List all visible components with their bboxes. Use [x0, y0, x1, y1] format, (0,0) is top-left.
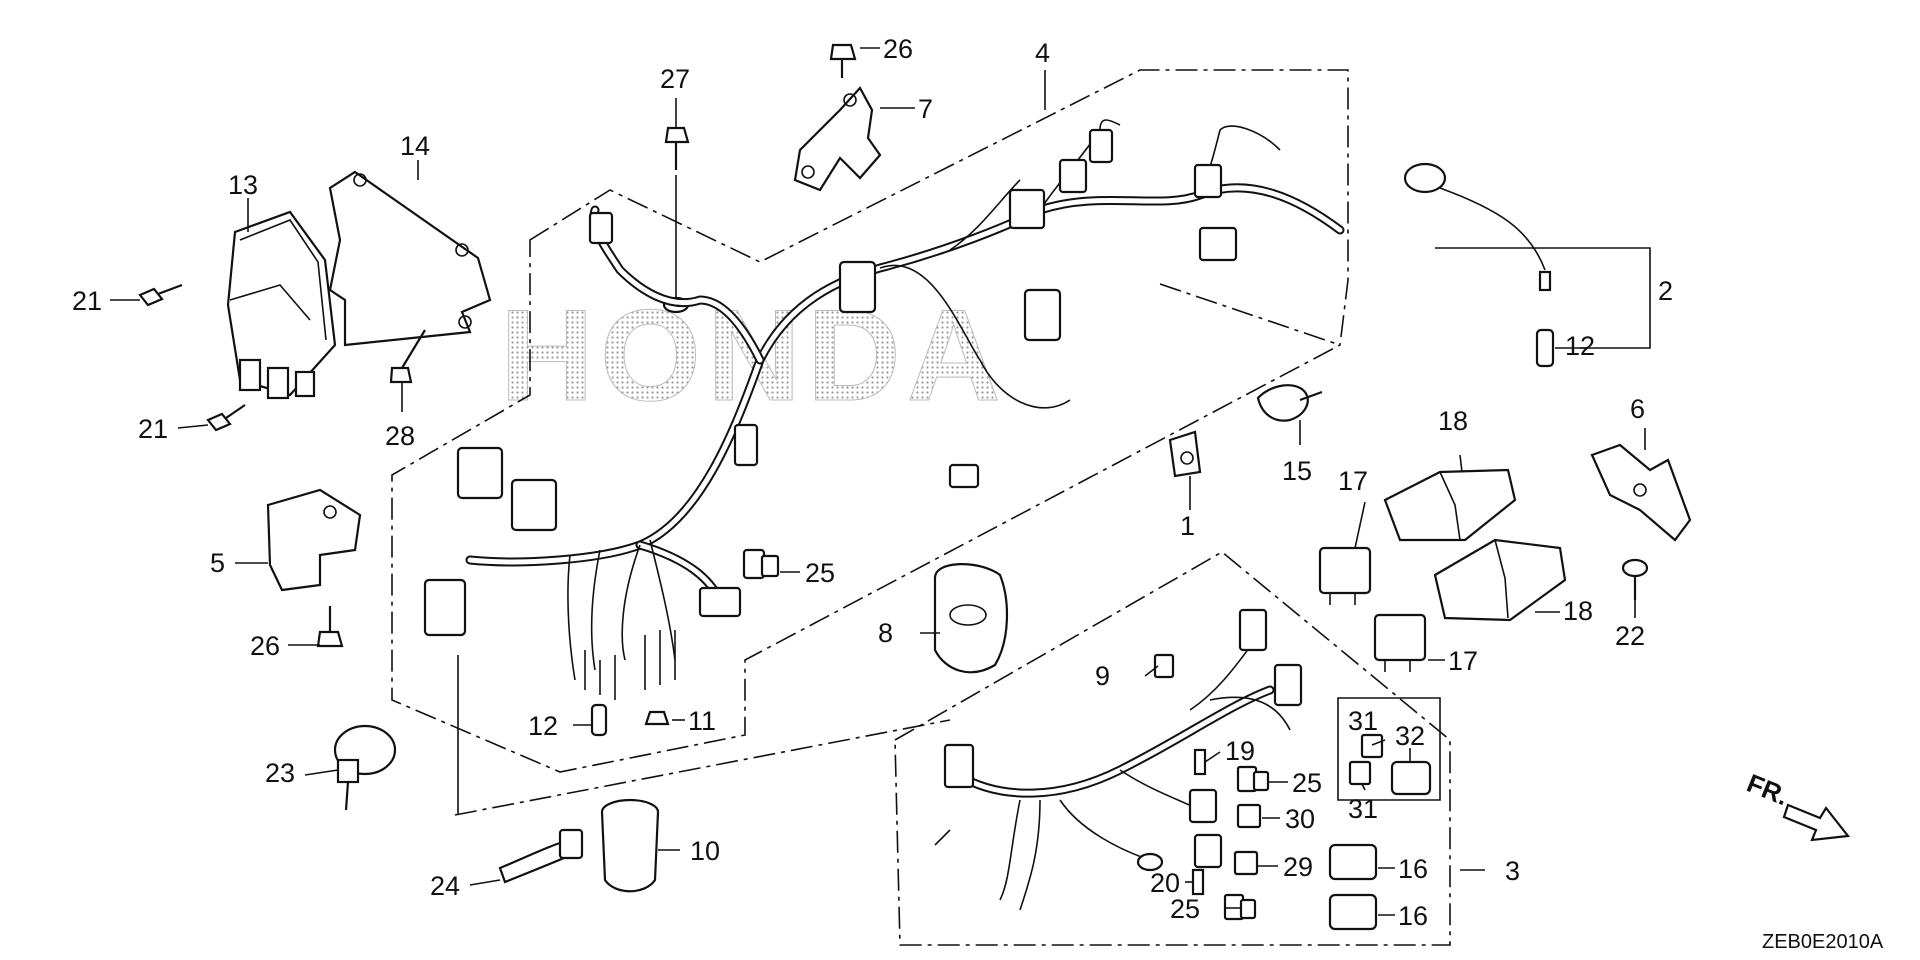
callout-25b: 25 [1292, 768, 1322, 798]
part-26-bolt-top [829, 43, 857, 78]
callout-8: 8 [878, 618, 893, 648]
callout-18a: 18 [1438, 406, 1468, 436]
callout-3: 3 [1505, 856, 1520, 886]
callout-9: 9 [1095, 661, 1110, 691]
part-28-bolt [389, 329, 426, 384]
part-14-bracket [328, 170, 492, 347]
part-23-band [333, 724, 397, 811]
callout-24: 24 [430, 871, 460, 901]
part-17-relay-upper [1318, 546, 1372, 605]
part-3-sub-harness [943, 608, 1303, 911]
sub-harness-outline [894, 551, 1451, 946]
callout-21a: 21 [72, 286, 102, 316]
part-2-sensor-wire [1403, 162, 1552, 292]
part-1-grommet [1168, 430, 1202, 478]
callout-22: 22 [1615, 621, 1645, 651]
part-11-cap [644, 710, 670, 726]
part-21-bolt-upper [138, 283, 183, 307]
part-13-control-unit [226, 210, 337, 400]
callout-13: 13 [228, 170, 258, 200]
callout-11: 11 [688, 706, 716, 736]
part-19-fuse [1193, 748, 1207, 776]
front-direction-marker: FR. [1743, 768, 1851, 842]
part-25-clip-lower [1223, 893, 1257, 921]
part-6-bracket [1590, 443, 1692, 542]
part-31-fuse-lower [1348, 760, 1372, 786]
part-4-main-harness [423, 119, 1345, 700]
part-29-fuse [1233, 850, 1259, 876]
callout-6: 6 [1630, 394, 1645, 424]
leader-lines [110, 47, 1651, 916]
callout-12a: 12 [528, 711, 558, 741]
callout-26b: 26 [250, 631, 280, 661]
part-5-bracket [266, 488, 362, 592]
fuse-group-outline [1337, 697, 1441, 801]
diagram-code: ZEB0E2010A [1762, 931, 1884, 953]
callout-15: 15 [1282, 456, 1312, 486]
part-10-sleeve [600, 798, 660, 893]
part-16-holder-lower [1328, 893, 1378, 931]
callout-18b: 18 [1563, 596, 1593, 626]
callout-4: 4 [1035, 38, 1050, 68]
part-22-bolt [1621, 558, 1649, 600]
callout-25a: 25 [805, 558, 835, 588]
callout-17a: 17 [1338, 466, 1368, 496]
callout-31a: 31 [1348, 706, 1378, 736]
callout-31b: 31 [1348, 794, 1378, 824]
part-9-fuse-holder [1153, 653, 1175, 679]
part-21-bolt-lower [206, 404, 246, 432]
part-25-clip-main [742, 548, 780, 580]
part-16-holder-upper [1328, 843, 1378, 881]
callout-29: 29 [1283, 852, 1313, 882]
callout-14: 14 [400, 131, 430, 161]
part-24-clamp [498, 828, 584, 884]
callout-labels: 1 2 3 4 5 6 7 8 9 10 11 12 12 13 14 15 1… [72, 34, 1673, 931]
callout-5: 5 [210, 548, 225, 578]
part-32-fuse-holder [1390, 760, 1432, 796]
callout-27: 27 [660, 64, 690, 94]
callout-28: 28 [385, 421, 415, 451]
callout-26a: 26 [883, 34, 913, 64]
callout-30: 30 [1285, 804, 1315, 834]
callout-16a: 16 [1398, 854, 1428, 884]
callout-19: 19 [1225, 736, 1255, 766]
callout-21b: 21 [138, 414, 168, 444]
part-20-fuse [1191, 868, 1205, 896]
part-15-switch [1256, 384, 1323, 422]
part-18-relay-lower [1433, 538, 1567, 622]
part-7-bracket [793, 86, 882, 192]
callout-2: 2 [1658, 276, 1673, 306]
part-25-clip-upper [1236, 765, 1270, 793]
callout-12b: 12 [1565, 331, 1595, 361]
part-12-sleeve-right [1535, 328, 1555, 368]
part-18-relay-upper [1383, 468, 1517, 542]
honda-watermark: HONDA [500, 282, 1007, 428]
callout-23: 23 [265, 758, 295, 788]
front-label: FR. [1743, 768, 1793, 812]
callout-16b: 16 [1398, 901, 1428, 931]
part-17-relay-lower [1373, 613, 1427, 672]
part-26-bolt-lower [316, 606, 344, 648]
callout-10: 10 [690, 836, 720, 866]
callout-20: 20 [1150, 868, 1180, 898]
callout-25c: 25 [1170, 894, 1200, 924]
part-12-sleeve-main [590, 703, 608, 737]
part-31-fuse-upper [1360, 733, 1384, 759]
main-harness-outline [391, 69, 1349, 773]
outline-segment-2 [454, 719, 951, 816]
outline-segment-1 [1159, 283, 1341, 346]
part-8-cover [933, 563, 1008, 674]
callout-32: 32 [1395, 721, 1425, 751]
callout-17b: 17 [1448, 646, 1478, 676]
part-30-fuse [1236, 803, 1262, 829]
callout-1: 1 [1180, 511, 1195, 541]
callout-7: 7 [918, 94, 933, 124]
